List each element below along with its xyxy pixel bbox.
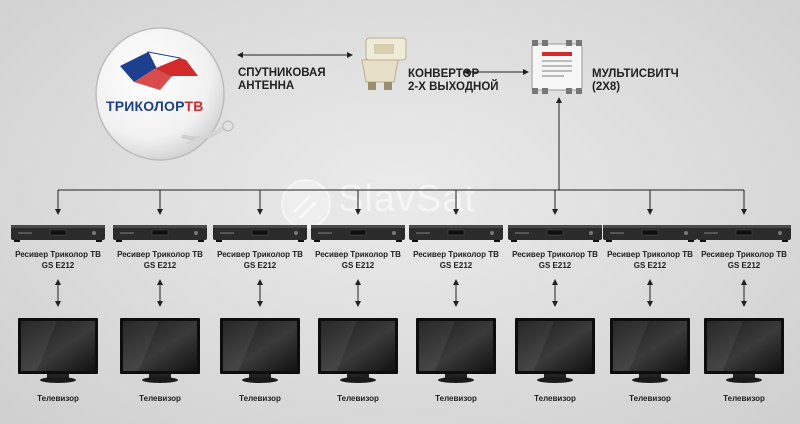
tv-label: Телевизор bbox=[37, 394, 79, 403]
tv-icon bbox=[704, 318, 784, 383]
receiver-icon bbox=[11, 225, 105, 242]
receiver-device bbox=[602, 222, 698, 244]
tv-icon bbox=[610, 318, 690, 383]
receiver-icon bbox=[113, 225, 207, 242]
tricolor-logo: ТРИКОЛОРТВ bbox=[106, 98, 204, 114]
tv-label: Телевизор bbox=[435, 394, 477, 403]
multiswitch-icon bbox=[531, 40, 583, 94]
antenna-label: СПУТНИКОВАЯ АНТЕННА bbox=[238, 67, 326, 92]
lnb-converter-icon bbox=[361, 37, 407, 90]
tv-label: Телевизор bbox=[239, 394, 281, 403]
multiswitch-label: МУЛЬТИСВИТЧ (2Х8) bbox=[592, 68, 679, 93]
tv-device bbox=[609, 316, 691, 386]
converter-label: КОНВЕРТОР 2-Х ВЫХОДНОЙ bbox=[408, 68, 499, 93]
receiver-icon bbox=[603, 225, 697, 242]
tv-device bbox=[17, 316, 99, 386]
tv-label: Телевизор bbox=[723, 394, 765, 403]
tv-label: Телевизор bbox=[534, 394, 576, 403]
tv-icon bbox=[416, 318, 496, 383]
receiver-device bbox=[10, 222, 106, 244]
receiver-device bbox=[507, 222, 603, 244]
receiver-device bbox=[112, 222, 208, 244]
tv-device bbox=[317, 316, 399, 386]
tv-label: Телевизор bbox=[629, 394, 671, 403]
tv-icon bbox=[515, 318, 595, 383]
tv-device bbox=[514, 316, 596, 386]
receiver-icon bbox=[311, 225, 405, 242]
receiver-device bbox=[696, 222, 792, 244]
receiver-device bbox=[212, 222, 308, 244]
tv-icon bbox=[220, 318, 300, 383]
receiver-icon bbox=[697, 225, 791, 242]
tv-device bbox=[119, 316, 201, 386]
receiver-icon bbox=[213, 225, 307, 242]
tv-device bbox=[219, 316, 301, 386]
tv-label: Телевизор bbox=[139, 394, 181, 403]
tv-device bbox=[415, 316, 497, 386]
tv-icon bbox=[120, 318, 200, 383]
satellite-dish-icon bbox=[95, 27, 234, 161]
receiver-icon bbox=[409, 225, 503, 242]
receiver-icon bbox=[508, 225, 602, 242]
receiver-device bbox=[408, 222, 504, 244]
tv-icon bbox=[318, 318, 398, 383]
tv-label: Телевизор bbox=[337, 394, 379, 403]
tv-icon bbox=[18, 318, 98, 383]
receiver-device bbox=[310, 222, 406, 244]
tv-device bbox=[703, 316, 785, 386]
